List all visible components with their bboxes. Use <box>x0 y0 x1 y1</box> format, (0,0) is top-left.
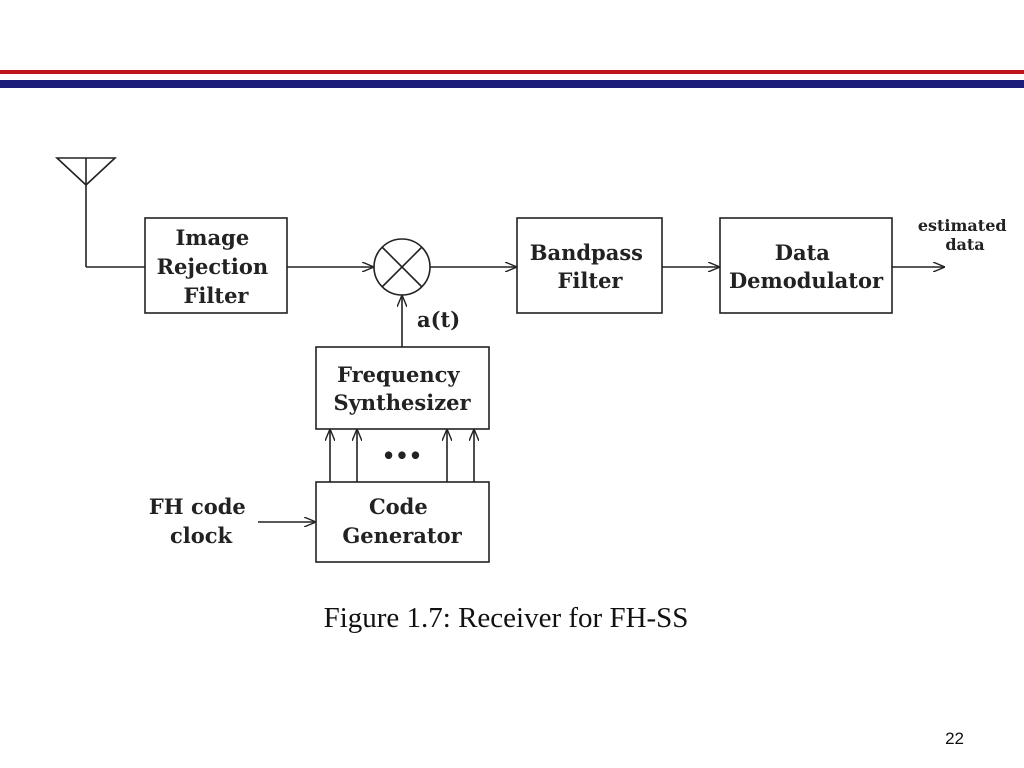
bandpass-filter-block <box>516 217 663 314</box>
bandpass-filter-label: Bandpass Filter <box>530 240 651 293</box>
image-rejection-filter-label: Image Rejection Filter <box>157 225 276 308</box>
clock-input-label: FH code clock <box>149 494 253 548</box>
frequency-synthesizer-label: Frequency Synthesizer <box>333 362 471 415</box>
receiver-block-diagram: Image Rejection Filter Bandpass Filter D… <box>54 157 1012 563</box>
output-label: estimated data <box>918 216 1012 254</box>
figure-caption: Figure 1.7: Receiver for FH-SS <box>323 602 689 634</box>
data-demodulator-label: Data Demodulator <box>729 240 884 293</box>
page-number: 22 <box>945 729 964 748</box>
data-demodulator-block <box>719 217 893 314</box>
mixer-icon <box>373 238 431 296</box>
code-generator-label: Code Generator <box>342 494 462 548</box>
frequency-synthesizer-block <box>315 346 490 430</box>
antenna-icon <box>54 157 145 268</box>
ellipsis-label: ••• <box>382 443 422 468</box>
image-rejection-filter-block <box>144 217 288 314</box>
mixer-input-label: a(t) <box>417 307 460 332</box>
header-rule-navy <box>0 80 1024 88</box>
header-rule-red <box>0 70 1024 74</box>
